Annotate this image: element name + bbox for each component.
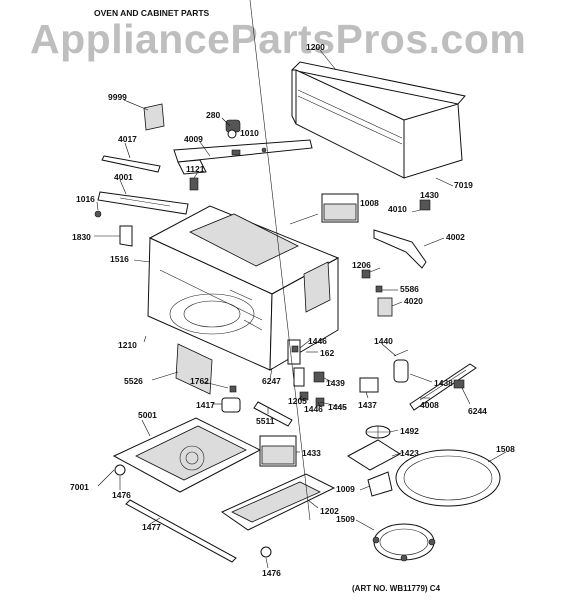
- small-clip: [375, 285, 383, 293]
- fan-motor: [347, 439, 401, 471]
- top-bracket: [173, 139, 313, 175]
- oven-cavity: [147, 205, 340, 371]
- callout-1009: 1009: [336, 484, 355, 494]
- callout-6244: 6244: [468, 406, 487, 416]
- magnetron: [289, 193, 359, 225]
- callout-1430: 1430: [420, 190, 439, 200]
- diagram-title: OVEN AND CABINET PARTS: [94, 8, 210, 18]
- cabinet-wrapper: [290, 61, 466, 179]
- callout-5526: 5526: [124, 376, 143, 386]
- callout-4020: 4020: [404, 296, 423, 306]
- callout-6247: 6247: [262, 376, 281, 386]
- label-card: [143, 103, 165, 131]
- callout-1437: 1437: [358, 400, 377, 410]
- callout-1445: 1445: [328, 402, 347, 412]
- callout-4010: 4010: [388, 204, 407, 214]
- callout-1200: 1200: [306, 42, 325, 52]
- diode-block: [359, 377, 379, 393]
- callout-1438: 1438: [434, 378, 453, 388]
- callout-7019: 7019: [454, 180, 473, 190]
- callout-1446-bottom: 1446: [304, 404, 323, 414]
- duct-bracket: [373, 229, 427, 269]
- callout-4009: 4009: [184, 134, 203, 144]
- callout-1509: 1509: [336, 514, 355, 524]
- latch-screw: [94, 210, 102, 218]
- callout-1210: 1210: [118, 340, 137, 350]
- relay-board: [377, 297, 393, 317]
- callout-162: 162: [320, 348, 334, 358]
- base-plate: [112, 417, 262, 493]
- callout-5511: 5511: [256, 416, 275, 426]
- lamp-socket: [225, 119, 241, 139]
- callout-labels: 1200 9999 280 1010 4017 4009 1121 7019 4…: [70, 42, 515, 578]
- callout-5001: 5001: [138, 410, 157, 420]
- latch-bracket: [119, 225, 133, 247]
- turntable-motor: [221, 397, 241, 413]
- callout-1008: 1008: [360, 198, 379, 208]
- callout-1830: 1830: [72, 232, 91, 242]
- callout-1477: 1477: [142, 522, 161, 532]
- callout-1206: 1206: [352, 260, 371, 270]
- callout-1446-top: 1446: [308, 336, 327, 346]
- callout-1010: 1010: [240, 128, 259, 138]
- hv-transformer: [259, 435, 297, 467]
- vent-strip: [101, 155, 161, 173]
- drive-coupler: [367, 471, 393, 497]
- callout-1121: 1121: [186, 164, 205, 174]
- callout-4017: 4017: [118, 134, 137, 144]
- hv-capacitor: [393, 349, 409, 383]
- interlock-switch: [189, 177, 199, 191]
- callout-280: 280: [206, 110, 220, 120]
- callout-1423: 1423: [400, 448, 419, 458]
- foot-left: [114, 464, 126, 476]
- base-pan: [220, 0, 336, 531]
- callout-9999: 9999: [108, 92, 127, 102]
- bottom-rail: [125, 499, 237, 563]
- callout-1508: 1508: [496, 444, 515, 454]
- callout-4002: 4002: [446, 232, 465, 242]
- lamp-clip: [229, 385, 237, 393]
- callout-1440: 1440: [374, 336, 393, 346]
- glass-tray: [395, 449, 501, 507]
- switch-bracket: [253, 401, 293, 427]
- callout-1202: 1202: [320, 506, 339, 516]
- watermark-text: AppliancePartsPros.com: [30, 16, 527, 62]
- art-number: (ART NO. WB11779) C4: [352, 584, 441, 593]
- support-rail: [409, 363, 477, 411]
- leader-lines: [94, 49, 507, 569]
- callout-1476-bottom: 1476: [262, 568, 281, 578]
- roller-ring: [372, 523, 436, 562]
- door-hook-bracket: [97, 191, 189, 215]
- fuse-holder: [361, 269, 371, 279]
- callout-1439: 1439: [326, 378, 345, 388]
- callout-1417: 1417: [196, 400, 215, 410]
- thermal-cutout: [411, 199, 431, 213]
- rail-clamp: [453, 379, 465, 389]
- foot-bottom: [260, 546, 272, 558]
- callout-1476-left: 1476: [112, 490, 131, 500]
- callout-1516: 1516: [110, 254, 129, 264]
- shield-plate: [175, 343, 213, 395]
- callout-7001: 7001: [70, 482, 89, 492]
- callout-1492: 1492: [400, 426, 419, 436]
- callout-1016: 1016: [76, 194, 95, 204]
- callout-1762: 1762: [190, 376, 209, 386]
- callout-1205: 1205: [288, 396, 307, 406]
- callout-1433: 1433: [302, 448, 321, 458]
- callout-4008: 4008: [420, 400, 439, 410]
- callout-5586: 5586: [400, 284, 419, 294]
- cooling-fan: [365, 425, 391, 439]
- callout-4001: 4001: [114, 172, 133, 182]
